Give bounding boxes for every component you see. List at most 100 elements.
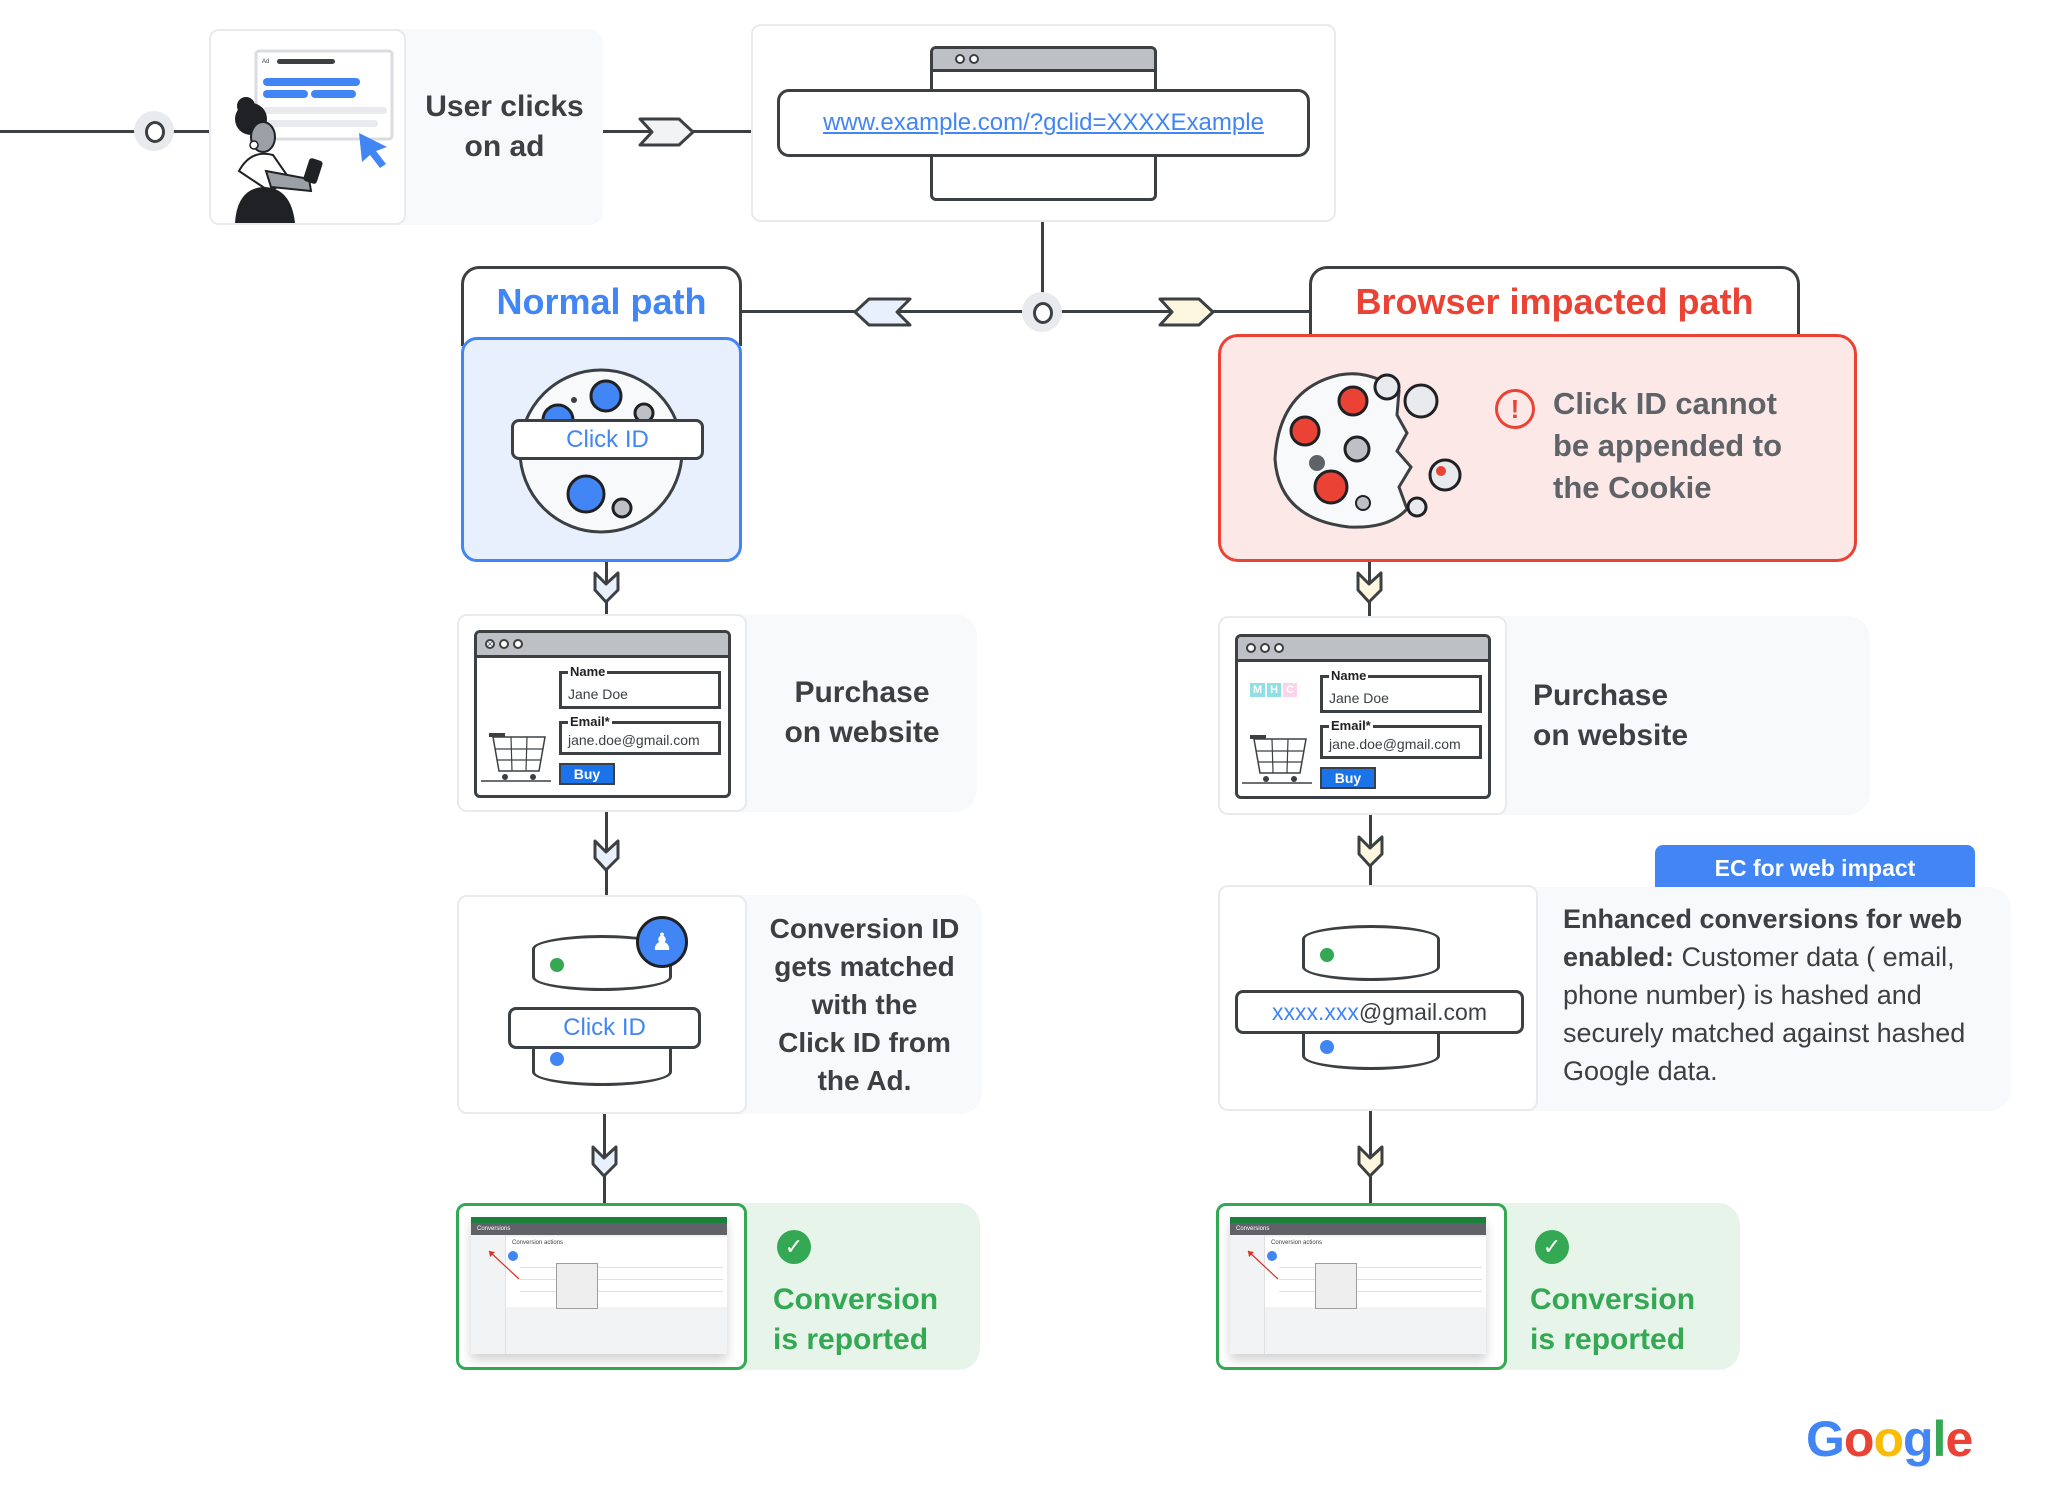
logo-letter: l: [1932, 1411, 1947, 1467]
mini-add-button: [1267, 1251, 1277, 1261]
svg-text:Ad: Ad: [262, 59, 269, 65]
normal-path-tab: Normal path: [461, 266, 742, 346]
window-title-bar: ×: [477, 633, 728, 658]
buy-button[interactable]: Buy: [559, 763, 615, 785]
url-bar[interactable]: www.example.com/?gclid=XXXXExample: [777, 89, 1310, 157]
hashed-email-chip: xxxx.xxx@gmail.com: [1235, 990, 1524, 1034]
caption-line: Conversion ID: [769, 912, 960, 944]
logo-letter: H: [1267, 683, 1282, 697]
normal-match-caption: Conversion ID gets matched with the Clic…: [747, 895, 982, 1114]
chevron-down-icon: [1357, 1145, 1384, 1178]
window-dot-icon: [955, 54, 965, 64]
browser-title-bar: [933, 49, 1154, 72]
mini-popup: [1315, 1263, 1357, 1309]
email-field[interactable]: Email* jane.doe@gmail.com: [559, 715, 721, 755]
mini-table-row: [520, 1279, 723, 1280]
name-field[interactable]: Name Jane Doe: [559, 665, 721, 709]
normal-reported-caption: Conversion is reported: [773, 1280, 938, 1360]
ec-description: Enhanced conversions for web enabled: Cu…: [1563, 900, 2003, 1090]
logo-letter: e: [1945, 1411, 1973, 1467]
shopping-cart-icon: [1242, 735, 1312, 784]
email-field-label: Email*: [1329, 718, 1373, 733]
ec-impact-badge: EC for web impact: [1655, 845, 1975, 891]
normal-match-panel: [700, 895, 982, 1114]
junction-node: [1022, 292, 1062, 332]
impacted-checkout-window: M H C Name Jane Doe Email* jane.doe@gmai…: [1235, 634, 1491, 799]
check-circle-icon: ✓: [1535, 1230, 1569, 1264]
window-dot-icon: [1260, 643, 1270, 653]
caption-line: Click ID from: [778, 1026, 951, 1058]
ec-badge-label: EC for web impact: [1714, 854, 1916, 881]
window-title-bar: [1238, 637, 1488, 662]
hashed-email-domain: @gmail.com: [1358, 998, 1488, 1025]
name-field[interactable]: Name Jane Doe: [1320, 669, 1482, 713]
match-click-id-chip: Click ID: [508, 1007, 701, 1049]
user-clicking-ad-illustration: Ad: [235, 49, 394, 223]
email-field-value: jane.doe@gmail.com: [568, 732, 700, 748]
mini-table-row: [1279, 1267, 1482, 1268]
ec-panel: [1500, 887, 2011, 1111]
logo-letter: o: [1843, 1411, 1875, 1467]
logo-letter: g: [1903, 1411, 1934, 1467]
logo-letter: C: [1283, 683, 1298, 697]
mini-content: Conversion actions: [506, 1237, 727, 1309]
close-window-icon: [1246, 643, 1256, 653]
mini-red-arrow: [488, 1250, 520, 1280]
caption-line: on website: [1533, 719, 1689, 752]
mini-table-row: [1279, 1279, 1482, 1280]
mini-title: Conversion actions: [512, 1240, 564, 1246]
impacted-purchase-caption: Purchase on website: [1533, 676, 1688, 756]
database-top-disk: [1302, 925, 1440, 981]
chevron-right-yellow-icon: [1158, 297, 1215, 327]
close-window-icon: ×: [485, 639, 495, 649]
chevron-down-icon: [591, 1145, 618, 1178]
mini-add-button: [508, 1251, 518, 1261]
window-dot-icon: [499, 639, 509, 649]
chevron-down-icon: [593, 839, 620, 872]
landing-url-link[interactable]: www.example.com/?gclid=XXXXExample: [823, 109, 1264, 136]
user-avatar-icon: ♟: [636, 916, 688, 968]
logo-letter: M: [1250, 683, 1266, 697]
conversions-screenshot-thumbnail: Conversions Conversion actions: [1230, 1217, 1486, 1354]
user-clicks-line2: on ad: [464, 130, 545, 163]
window-dot-icon: [513, 639, 523, 649]
mini-popup: [556, 1263, 598, 1309]
check-circle-icon: ✓: [777, 1230, 811, 1264]
mini-header: Conversions: [471, 1223, 727, 1235]
caption-line: Purchase: [1533, 679, 1669, 712]
caption-line: is reported: [773, 1323, 929, 1356]
caption-line: the Ad.: [817, 1064, 912, 1096]
entry-line: [0, 130, 209, 133]
user-clicks-label: User clicks on ad: [406, 29, 603, 225]
chevron-left-blue-icon: [853, 297, 912, 327]
hashed-email-local: xxxx.xxx: [1271, 998, 1359, 1025]
email-field-value: jane.doe@gmail.com: [1329, 736, 1461, 752]
status-dot-blue: [1320, 1040, 1334, 1054]
mini-table-row: [1279, 1291, 1482, 1292]
broken-cookie-icon: [1273, 372, 1462, 529]
start-node: [134, 111, 174, 151]
name-field-label: Name: [1329, 668, 1369, 683]
landing-to-junction-line: [1041, 222, 1044, 314]
status-dot-blue: [550, 1052, 564, 1066]
email-field[interactable]: Email* jane.doe@gmail.com: [1320, 719, 1482, 759]
google-logo: Google: [1806, 1410, 1973, 1468]
mhc-logo: M H C: [1250, 683, 1298, 697]
warning-line: be appended to: [1553, 428, 1783, 463]
name-field-value: Jane Doe: [1329, 690, 1389, 706]
mini-top-bar: [471, 1217, 727, 1223]
chevron-down-icon: [1357, 835, 1384, 868]
mini-table-row: [520, 1267, 723, 1268]
shopping-cart-icon: [481, 733, 551, 782]
caption-line: gets matched: [774, 950, 955, 982]
buy-button[interactable]: Buy: [1320, 767, 1376, 789]
caption-line: on website: [784, 716, 940, 749]
browser-path-tab: Browser impacted path: [1309, 266, 1800, 340]
logo-letter: G: [1806, 1411, 1845, 1467]
caption-line: Conversion: [773, 1283, 939, 1316]
caption-line: Conversion: [1530, 1283, 1696, 1316]
mini-title: Conversion actions: [1271, 1240, 1323, 1246]
chevron-down-icon: [1356, 571, 1383, 604]
warning-text: Click ID cannot be appended to the Cooki…: [1553, 383, 1782, 509]
impacted-cookie-box: ! Click ID cannot be appended to the Coo…: [1218, 334, 1857, 562]
